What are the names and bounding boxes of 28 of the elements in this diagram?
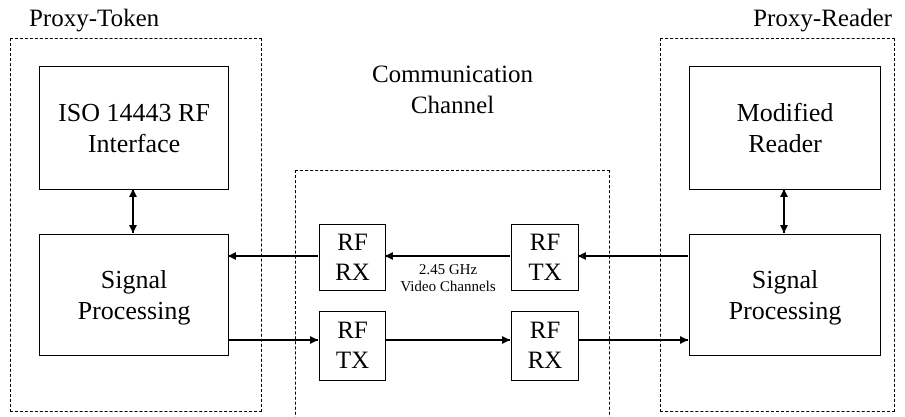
box-label: ISO 14443 RF Interface (57, 96, 211, 160)
box-label: Signal Processing (728, 264, 842, 326)
arrow (578, 336, 688, 344)
box-label: Modified Reader (736, 96, 834, 160)
group-title: Proxy-Reader (753, 4, 892, 34)
arrow (780, 189, 788, 233)
group-title: Communication Channel (370, 60, 534, 121)
box-label: Signal Processing (76, 264, 192, 326)
box-label: RF TX (334, 316, 370, 376)
channel-note: 2.45 GHz Video Channels (400, 262, 496, 296)
arrow (578, 252, 688, 260)
arrow (385, 252, 510, 260)
process-box (689, 234, 881, 356)
arrow (228, 336, 318, 344)
process-box (511, 311, 579, 381)
box-label: RF RX (526, 316, 564, 376)
arrow (385, 336, 510, 344)
process-box (39, 66, 229, 190)
arrow (129, 189, 137, 233)
arrow (228, 252, 318, 260)
process-box (319, 311, 386, 381)
process-box (39, 234, 229, 356)
process-box (689, 66, 881, 190)
box-label: RF TX (527, 228, 563, 288)
box-label: RF RX (334, 228, 371, 288)
process-box (319, 224, 386, 291)
group-title: Proxy-Token (29, 4, 160, 34)
process-box (511, 224, 579, 291)
